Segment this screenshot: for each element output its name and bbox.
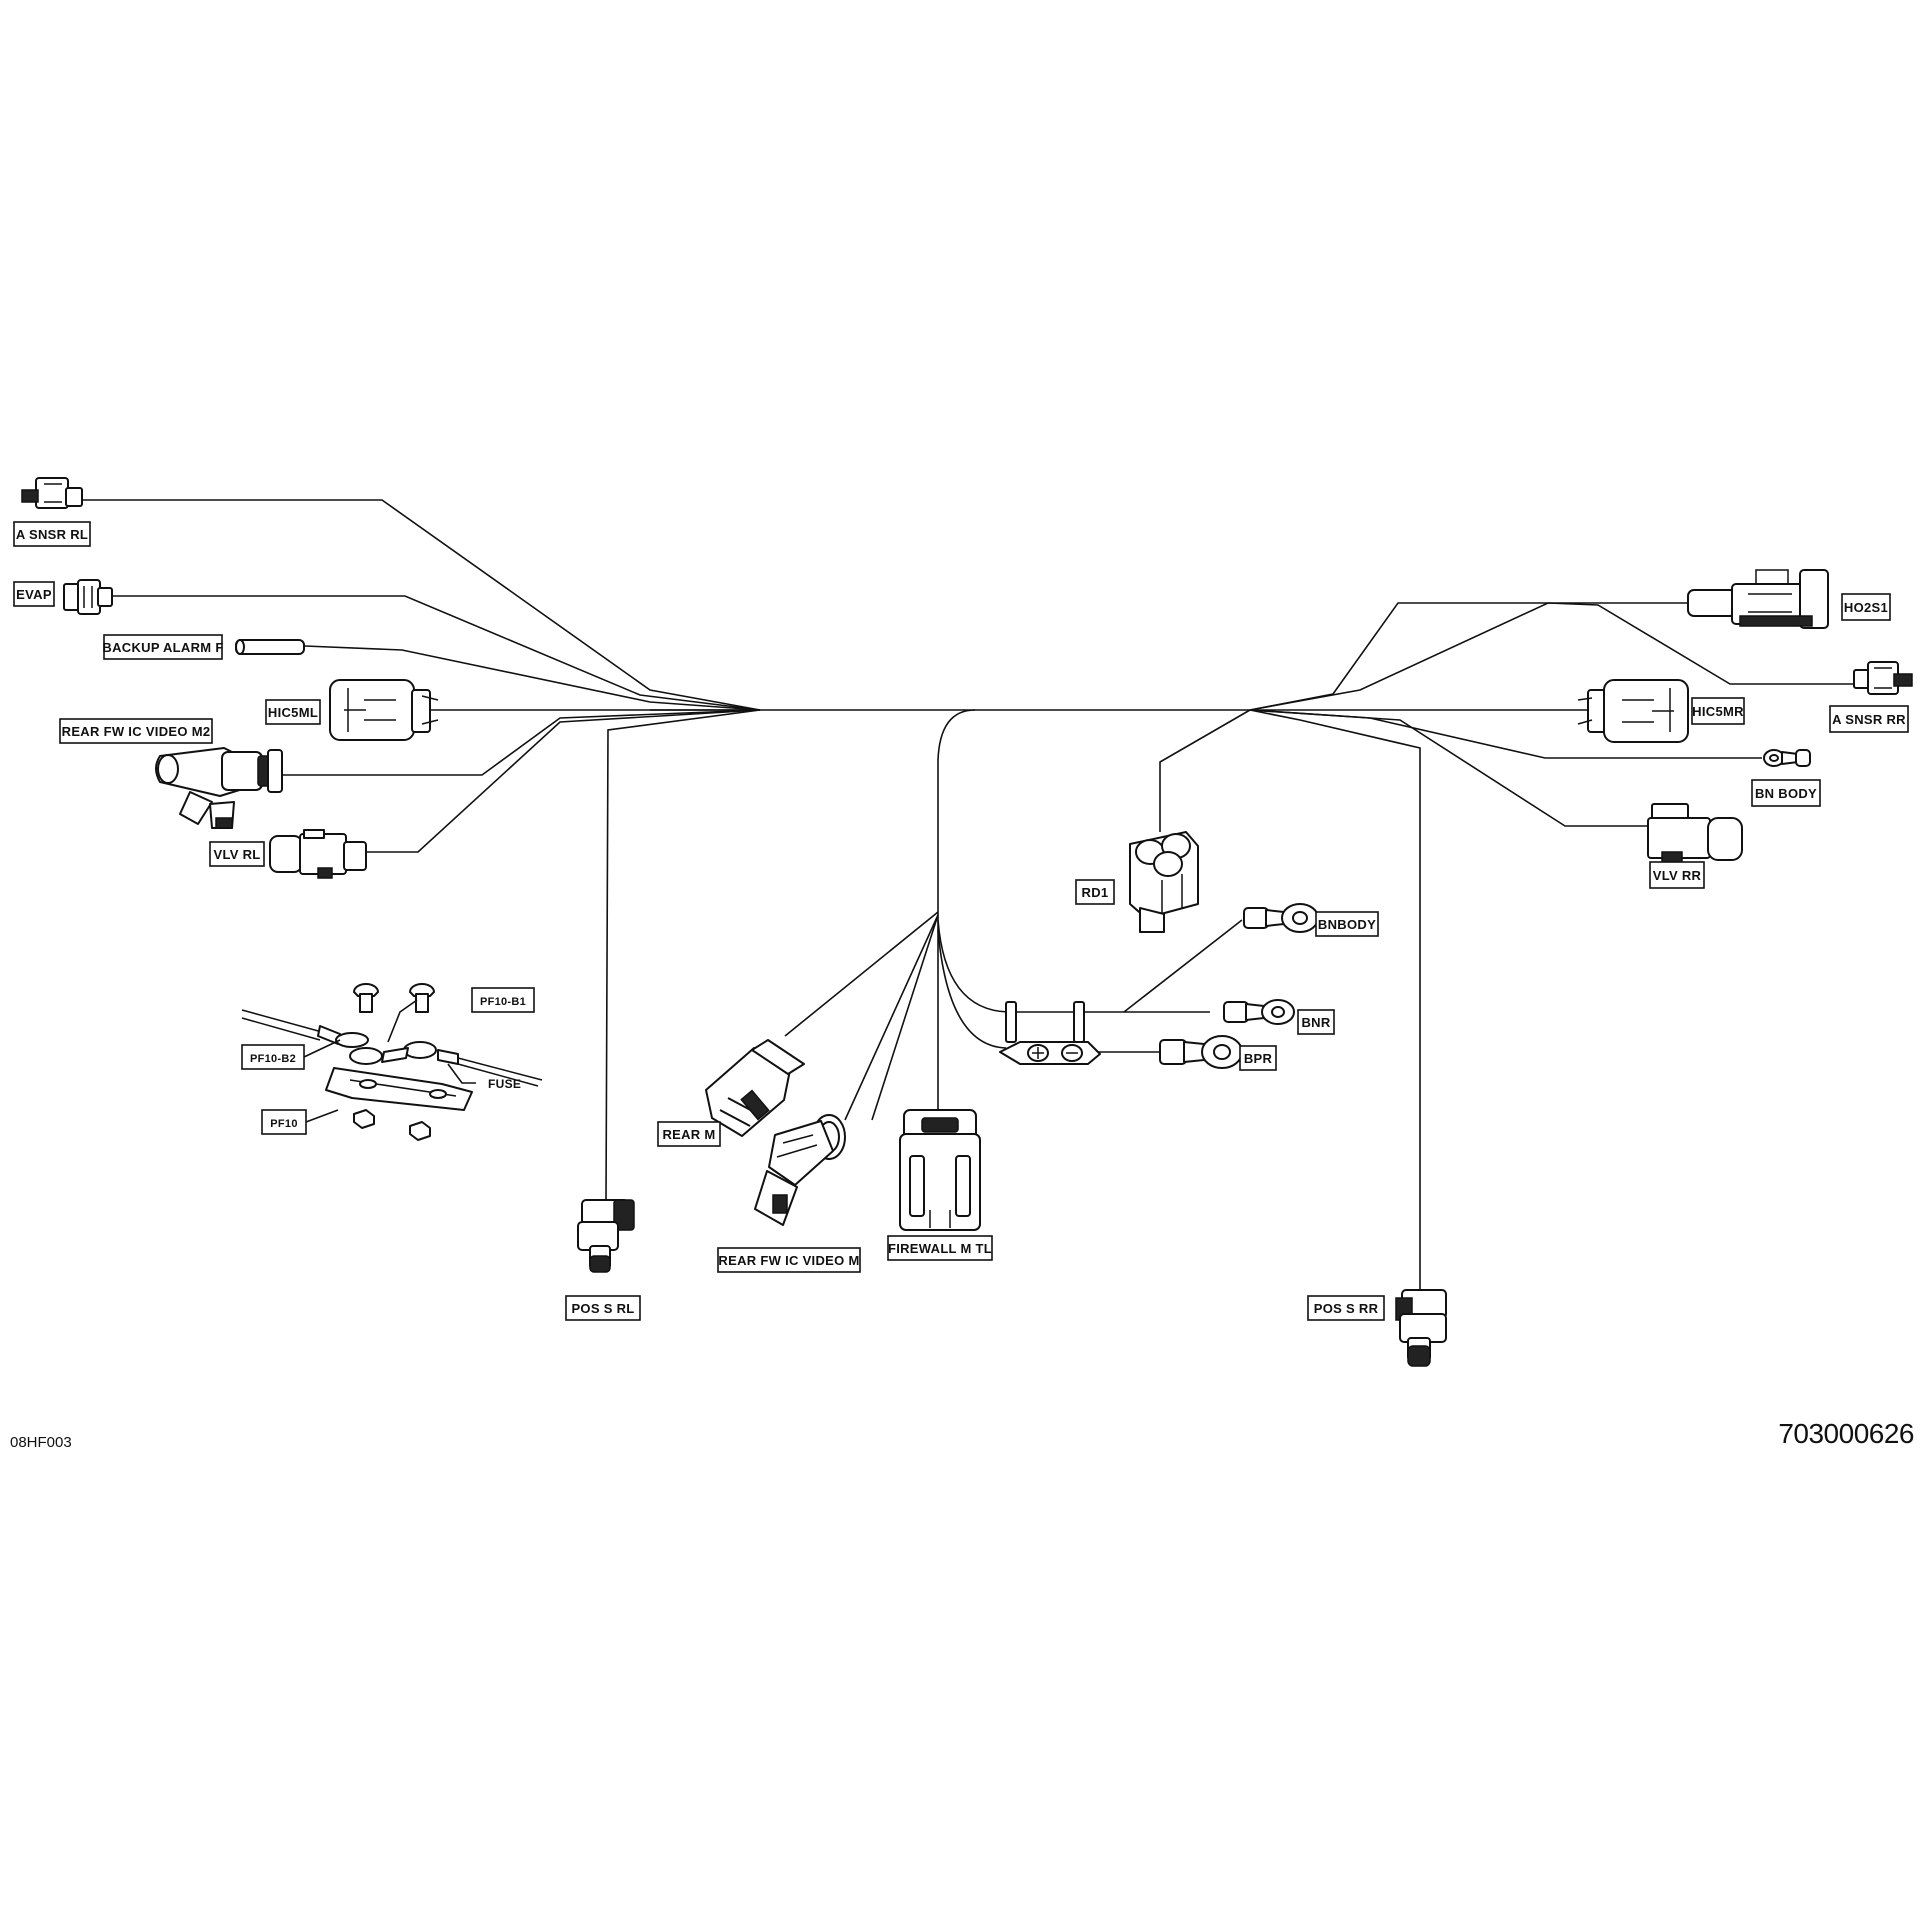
wire-pos-s-rl xyxy=(605,709,761,1201)
hic5ml-connector-icon xyxy=(329,679,439,741)
label-bn-body: BN BODY xyxy=(1751,779,1821,807)
evap-connector-icon xyxy=(63,579,113,615)
svg-text:VLV RR: VLV RR xyxy=(1653,868,1702,883)
wire-center-drop xyxy=(937,709,976,1110)
svg-text:PF10: PF10 xyxy=(270,1118,298,1130)
wire-evap xyxy=(112,595,761,711)
svg-text:BPR: BPR xyxy=(1244,1051,1273,1066)
wire-pos-s-rr xyxy=(1249,709,1421,1292)
svg-text:FIREWALL M TL: FIREWALL M TL xyxy=(888,1241,992,1256)
wire-rear-fw-video-m-b xyxy=(871,914,939,1121)
label-a-snsr-rl: A SNSR RL xyxy=(13,521,91,547)
wire-vlv-rl xyxy=(362,709,761,853)
label-vlv-rl: VLV RL xyxy=(209,841,265,867)
rear-fw-ic-video-m-connector-icon xyxy=(754,1114,846,1226)
wire-a-snsr-rr xyxy=(1249,602,1858,711)
wire-vlv-rr xyxy=(1249,709,1650,827)
label-bpr: BPR xyxy=(1239,1045,1277,1071)
svg-text:BACKUP ALARM F: BACKUP ALARM F xyxy=(102,640,223,655)
wire-rear-fw-video-m2 xyxy=(260,709,761,776)
label-rear-fw-ic-video-m: REAR FW IC VIDEO M xyxy=(717,1247,861,1273)
label-firewall-m-tl: FIREWALL M TL xyxy=(887,1235,993,1261)
svg-text:REAR FW IC VIDEO M: REAR FW IC VIDEO M xyxy=(718,1253,859,1268)
pf10-leader-lines xyxy=(303,999,476,1123)
rd1-relay-connector-icon xyxy=(1129,831,1199,933)
label-rear-fw-ic-video-m2: REAR FW IC VIDEO M2 xyxy=(59,718,213,744)
svg-text:REAR M: REAR M xyxy=(662,1127,715,1142)
label-a-snsr-rr: A SNSR RR xyxy=(1829,705,1909,733)
svg-text:FUSE: FUSE xyxy=(488,1077,521,1091)
label-rd1: RD1 xyxy=(1075,879,1115,905)
label-ho2s1: HO2S1 xyxy=(1841,593,1891,621)
label-fuse: FUSE xyxy=(488,1077,521,1091)
label-pf10-b1: PF10-B1 xyxy=(471,987,535,1013)
pos-s-rl-sensor-icon xyxy=(577,1199,635,1273)
firewall-m-tl-connector-icon xyxy=(899,1109,981,1231)
label-evap: EVAP xyxy=(13,581,55,607)
hic5mr-connector-icon xyxy=(1577,679,1689,743)
bnr-ring-terminal-icon xyxy=(1223,999,1295,1025)
wire-bnbody xyxy=(1123,919,1243,1013)
backup-alarm-terminal-icon xyxy=(235,639,305,655)
label-backup-alarm-f: BACKUP ALARM F xyxy=(102,634,223,660)
wire-backup-alarm xyxy=(304,645,761,711)
label-pf10: PF10 xyxy=(261,1109,307,1135)
svg-text:POS S RL: POS S RL xyxy=(571,1301,634,1316)
wire-fuse-lower xyxy=(937,929,1007,1049)
svg-text:REAR FW IC VIDEO M2: REAR FW IC VIDEO M2 xyxy=(62,724,211,739)
wire-fuse-holder xyxy=(937,919,1210,1013)
svg-text:PF10-B2: PF10-B2 xyxy=(250,1053,296,1065)
label-pos-s-rl: POS S RL xyxy=(565,1295,641,1321)
label-vlv-rr: VLV RR xyxy=(1649,861,1705,889)
vlv-rr-connector-icon xyxy=(1647,803,1743,865)
svg-text:HO2S1: HO2S1 xyxy=(1844,600,1888,615)
svg-text:A SNSR RR: A SNSR RR xyxy=(1832,712,1906,727)
pf10-fuse-holder-assembly-icon xyxy=(241,983,543,1141)
bn-body-ring-terminal-icon xyxy=(1763,749,1811,767)
label-hic5mr: HIC5MR xyxy=(1691,697,1745,725)
svg-text:RD1: RD1 xyxy=(1082,885,1109,900)
label-pf10-b2: PF10-B2 xyxy=(241,1044,305,1070)
svg-text:PF10-B1: PF10-B1 xyxy=(480,996,526,1008)
bpr-ring-terminal-icon xyxy=(1159,1035,1243,1069)
ho2s1-connector-icon xyxy=(1687,569,1829,629)
svg-text:VLV RL: VLV RL xyxy=(213,847,260,862)
label-rear-m: REAR M xyxy=(657,1121,721,1147)
a-snsr-rr-connector-icon xyxy=(1853,661,1913,695)
label-hic5ml: HIC5ML xyxy=(265,699,321,725)
pos-s-rr-sensor-icon xyxy=(1395,1289,1447,1367)
svg-text:BNR: BNR xyxy=(1301,1015,1330,1030)
svg-text:POS S RR: POS S RR xyxy=(1314,1301,1379,1316)
label-bnbody: BNBODY xyxy=(1315,911,1379,937)
wire-rd1 xyxy=(1159,709,1251,832)
figure-code: 08HF003 xyxy=(10,1434,72,1451)
svg-text:EVAP: EVAP xyxy=(16,587,52,602)
svg-text:A SNSR RL: A SNSR RL xyxy=(16,527,88,542)
svg-text:BNBODY: BNBODY xyxy=(1318,917,1376,932)
wire-rear-m xyxy=(784,911,939,1037)
bnbody-ring-terminal-icon xyxy=(1243,903,1319,933)
svg-text:BN BODY: BN BODY xyxy=(1755,786,1817,801)
svg-text:HIC5ML: HIC5ML xyxy=(268,705,318,720)
label-bnr: BNR xyxy=(1297,1009,1335,1035)
wire-a-snsr-rl xyxy=(80,499,761,711)
rear-fw-ic-video-m2-connector-icon xyxy=(155,747,283,829)
wire-rear-fw-video-m-a xyxy=(844,914,939,1121)
label-pos-s-rr: POS S RR xyxy=(1307,1295,1385,1321)
a-snsr-rl-connector-icon xyxy=(21,477,83,509)
vlv-rl-connector-icon xyxy=(269,829,367,879)
inline-fuse-holder-icon xyxy=(999,1001,1101,1065)
harness-wires xyxy=(80,499,1858,1292)
svg-text:HIC5MR: HIC5MR xyxy=(1692,704,1744,719)
part-number: 703000626 xyxy=(1778,1418,1914,1449)
rear-m-connector-icon xyxy=(705,1039,805,1137)
